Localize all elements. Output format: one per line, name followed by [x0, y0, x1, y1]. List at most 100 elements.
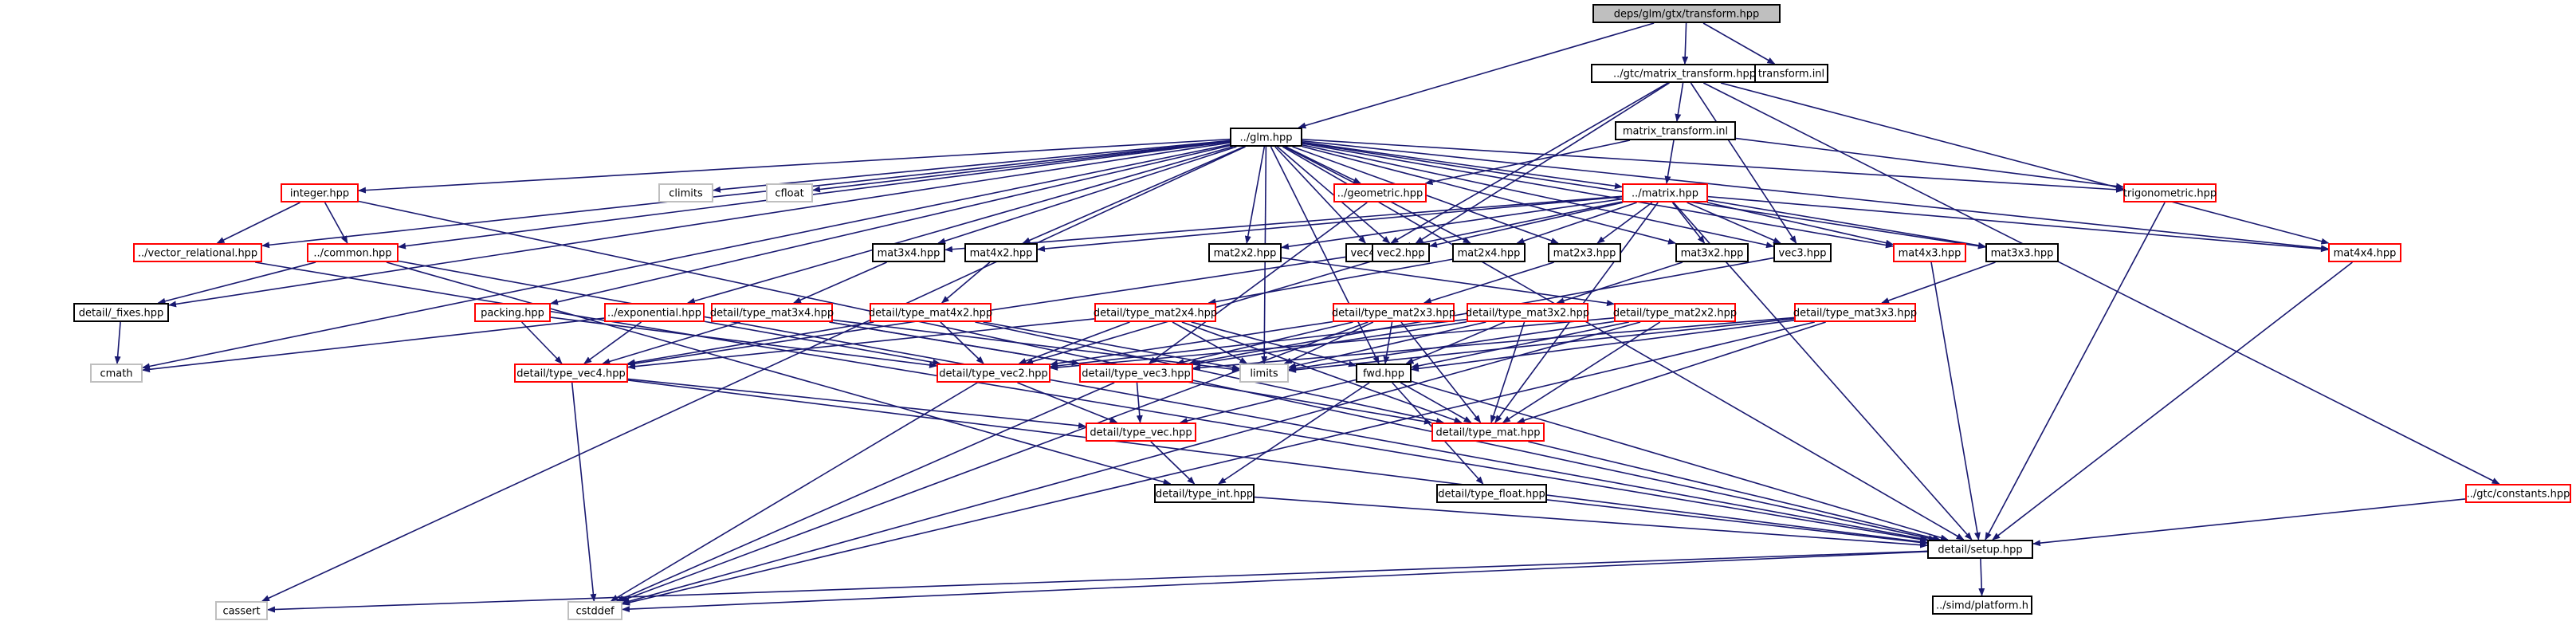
node-label: cfloat: [775, 188, 803, 200]
node-box: [1086, 423, 1196, 442]
node-tvec4[interactable]: detail/type_vec4.hpp: [514, 364, 628, 383]
node-label: vec3.hpp: [1779, 248, 1827, 260]
edge-tvec3-to-tvec: [1136, 382, 1143, 423]
node-tmat2x3[interactable]: detail/type_mat2x3.hpp: [1332, 303, 1455, 322]
node-mat3x4[interactable]: mat3x4.hpp: [872, 243, 945, 262]
node-label: detail/type_vec2.hpp: [939, 368, 1047, 380]
node-box: [474, 303, 551, 322]
node-fwd[interactable]: fwd.hpp: [1356, 364, 1412, 383]
node-geometric[interactable]: ../geometric.hpp: [1333, 183, 1427, 202]
node-label: ../glm.hpp: [1239, 132, 1292, 144]
node-fixes[interactable]: detail/_fixes.hpp: [73, 303, 169, 322]
node-label: transform.inl: [1758, 69, 1824, 81]
edge-tmat2x4-to-tvec4: [627, 318, 1095, 370]
node-vecrel[interactable]: ../vector_relational.hpp: [133, 243, 262, 262]
edge-glm-to-packing: [550, 144, 1231, 305]
node-label: ../matrix.hpp: [1632, 188, 1698, 200]
node-mat2x3[interactable]: mat2x3.hpp: [1548, 243, 1621, 262]
node-mat4x3[interactable]: mat4x3.hpp: [1893, 243, 1966, 262]
edge-glm-to-vecrel: [261, 140, 1231, 249]
node-box: [1452, 243, 1526, 262]
node-tvec[interactable]: detail/type_vec.hpp: [1086, 423, 1196, 442]
node-mat2x4[interactable]: mat2x4.hpp: [1452, 243, 1526, 262]
node-trig[interactable]: trigonometric.hpp: [2123, 183, 2217, 202]
edge-matrix-to-mat3x3: [1707, 199, 1986, 249]
node-box: [1614, 303, 1736, 322]
node-label: detail/_fixes.hpp: [79, 308, 164, 320]
edge-geometric-to-tvec3: [1148, 202, 1368, 364]
edge-glm-to-common: [398, 140, 1231, 250]
edge-root-to-glm: [1298, 22, 1655, 129]
edge-root-to-transform_inl: [1702, 22, 1776, 65]
edge-matrix-to-mat4x4: [1707, 195, 2329, 253]
edge-tvec2-to-tvec: [1017, 382, 1118, 423]
node-glm[interactable]: ../glm.hpp: [1230, 128, 1302, 147]
edge-tmat4x2-to-tvec2: [940, 321, 984, 364]
node-mat2x2[interactable]: mat2x2.hpp: [1208, 243, 1282, 262]
edge-matrix-to-mat3x2: [1671, 202, 1706, 244]
node-tvec3[interactable]: detail/type_vec3.hpp: [1079, 364, 1193, 383]
node-vec3[interactable]: vec3.hpp: [1773, 243, 1832, 262]
node-tfloat[interactable]: detail/type_float.hpp: [1436, 484, 1547, 503]
edge-glm-to-cfloat: [812, 140, 1231, 193]
node-label: limits: [1250, 368, 1278, 380]
edge-setup-to-cstddef: [622, 551, 1928, 613]
edge-packing-to-tvec4: [521, 321, 563, 364]
node-box: [1932, 596, 2032, 615]
node-vec2[interactable]: vec2.hpp: [1372, 243, 1430, 262]
edge-tmat2x2-to-limits: [1288, 320, 1615, 372]
node-tmat2x2[interactable]: detail/type_mat2x2.hpp: [1613, 303, 1737, 322]
edge-tfloat-to-setup: [1546, 499, 1928, 546]
edge-tint-to-setup: [1254, 496, 1928, 548]
edge-glm-to-fixes: [168, 142, 1231, 308]
node-tint[interactable]: detail/type_int.hpp: [1154, 484, 1255, 503]
node-label: climits: [669, 188, 703, 200]
node-common[interactable]: ../common.hpp: [307, 243, 399, 262]
edge-gtc_mt-to-vec2: [1415, 82, 1670, 244]
node-mat3x2[interactable]: mat3x2.hpp: [1675, 243, 1749, 262]
edge-glm-to-climits: [713, 140, 1231, 193]
node-gtc_mt[interactable]: ../gtc/matrix_transform.hpp: [1591, 64, 1778, 83]
node-constants[interactable]: ../gtc/constants.hpp: [2465, 484, 2571, 503]
edge-glm-to-trig: [1302, 139, 2124, 193]
node-box: [1079, 364, 1193, 383]
node-integer[interactable]: integer.hpp: [281, 183, 359, 202]
node-box: [1985, 243, 2059, 262]
edge-fwd-to-tint: [1218, 382, 1370, 485]
node-tmat3x2[interactable]: detail/type_mat3x2.hpp: [1466, 303, 1589, 322]
edge-glm-to-matrix: [1302, 141, 1623, 190]
edge-glm-to-geometric: [1285, 146, 1361, 184]
node-cassert: cassert: [215, 601, 268, 620]
node-mat3x3[interactable]: mat3x3.hpp: [1985, 243, 2059, 262]
node-tmat3x4[interactable]: detail/type_mat3x4.hpp: [710, 303, 834, 322]
node-transform_inl[interactable]: transform.inl: [1754, 64, 1828, 83]
node-label: mat3x2.hpp: [1681, 248, 1744, 260]
edge-common-to-fixes: [157, 261, 316, 305]
edge-constants-to-setup: [2032, 498, 2466, 547]
node-tmat[interactable]: detail/type_mat.hpp: [1431, 423, 1545, 442]
edge-tmat3x2-to-tmat: [1490, 321, 1526, 423]
edge-mat2x4-to-tmat2x4: [1208, 258, 1453, 305]
node-setup[interactable]: detail/setup.hpp: [1927, 540, 2033, 559]
edge-matrix-to-mat4x2: [1037, 196, 1623, 253]
node-tmat4x2[interactable]: detail/type_mat4x2.hpp: [869, 303, 992, 322]
node-mt_inl[interactable]: matrix_transform.inl: [1615, 121, 1736, 140]
node-tmat2x4[interactable]: detail/type_mat2x4.hpp: [1094, 303, 1217, 322]
node-box: [1927, 540, 2033, 559]
node-tvec2[interactable]: detail/type_vec2.hpp: [937, 364, 1050, 383]
node-packing[interactable]: packing.hpp: [474, 303, 551, 322]
node-box: [1893, 243, 1966, 262]
node-mat4x2[interactable]: mat4x2.hpp: [964, 243, 1038, 262]
node-mat4x4[interactable]: mat4x4.hpp: [2328, 243, 2401, 262]
node-platform[interactable]: ../simd/platform.h: [1932, 596, 2032, 615]
node-cstddef: cstddef: [567, 601, 622, 620]
edge-fixes-to-cmath: [114, 321, 121, 364]
node-box: [964, 243, 1038, 262]
edge-tvec3-to-cstddef: [615, 382, 1115, 602]
edge-matrix-to-vec3: [1687, 202, 1781, 244]
node-matrix[interactable]: ../matrix.hpp: [1622, 183, 1708, 202]
node-exponential[interactable]: ../exponential.hpp: [604, 303, 705, 322]
node-root[interactable]: deps/glm/gtx/transform.hpp: [1592, 4, 1781, 23]
node-tmat3x3[interactable]: detail/type_mat3x3.hpp: [1793, 303, 1917, 322]
